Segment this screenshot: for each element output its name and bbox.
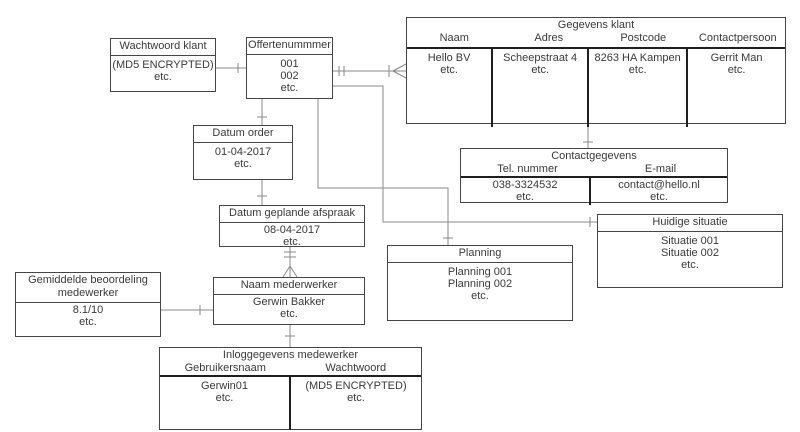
column-header: Tel. nummer bbox=[497, 163, 558, 175]
entity-title: Gegevens klant bbox=[557, 19, 635, 31]
rel-gegevensklant-contactgegevens bbox=[583, 124, 593, 148]
attribute-value: etc. bbox=[280, 82, 299, 94]
rel-wachtwoordklant-offertenummer bbox=[216, 63, 246, 73]
attribute-value: etc. bbox=[79, 316, 97, 328]
crows-foot-icon bbox=[392, 63, 407, 79]
table-cell: Hello BV etc. bbox=[407, 49, 494, 127]
entity-gemiddelde-beoordeling[interactable]: Gemiddelde beoordeling medewerker 8.1/10… bbox=[15, 272, 161, 337]
entity-inloggegevens-medewerker[interactable]: Inloggegevens medewerker Gebruikersnaam … bbox=[159, 347, 422, 430]
column-header: Contactpersoon bbox=[698, 32, 777, 44]
attribute-value: Situatie 002 bbox=[660, 247, 720, 259]
attribute-value: (MD5 ENCRYPTED) bbox=[112, 59, 214, 71]
table-cell: Gerrit Man etc. bbox=[710, 52, 763, 76]
attribute-value: 002 bbox=[280, 70, 299, 82]
attribute-value: Planning 001 bbox=[447, 266, 513, 278]
entity-naam-mederwerker[interactable]: Naam mederwerker Gerwin Bakker etc. bbox=[213, 277, 365, 325]
entity-title: Huidige situatie bbox=[598, 215, 782, 232]
rel-naammederwerker-inloggegevens bbox=[285, 325, 295, 347]
rel-datumorder-datumgeplande bbox=[257, 180, 267, 205]
entity-contactgegevens[interactable]: Contactgegevens Tel. nummer E-mail 038-3… bbox=[460, 148, 728, 205]
table-cell: 8263 HA Kampen etc. bbox=[589, 49, 689, 127]
entity-offertenummer[interactable]: Offertenummmer 001 002 etc. bbox=[246, 37, 333, 99]
rel-offertenummer-planning bbox=[317, 99, 453, 245]
attribute-value: 01-04-2017 bbox=[214, 146, 272, 158]
entity-title: Offertenummmer bbox=[247, 38, 332, 55]
entity-datum-order[interactable]: Datum order 01-04-2017 etc. bbox=[193, 125, 293, 180]
entity-title: Contactgegevens bbox=[551, 150, 637, 162]
attribute-value: etc. bbox=[283, 236, 301, 248]
attribute-value: 8.1/10 bbox=[72, 304, 104, 316]
entity-title: Wachtwoord klant bbox=[111, 39, 215, 56]
attribute-value: etc. bbox=[681, 259, 699, 271]
table-cell: 038-3324532 etc. bbox=[461, 178, 592, 205]
attribute-value: etc. bbox=[234, 158, 252, 170]
attribute-value: 08-04-2017 bbox=[263, 224, 321, 236]
rel-offertenummer-gegevensklant bbox=[333, 63, 407, 79]
rel-offertenummer-datumorder bbox=[257, 99, 267, 125]
entity-title: Datum order bbox=[194, 126, 292, 143]
column-header: Wachtwoord bbox=[325, 362, 387, 374]
column-header: Adres bbox=[534, 32, 564, 44]
attribute-value: 001 bbox=[280, 58, 299, 70]
rel-offertenummer-huidigesituatie bbox=[333, 85, 597, 227]
rel-beoordeling-naammederwerker bbox=[161, 305, 213, 315]
table-cell: Scheepstraat 4 etc. bbox=[493, 49, 590, 127]
entity-planning[interactable]: Planning Planning 001 Planning 002 etc. bbox=[387, 245, 573, 321]
attribute-value: Planning 002 bbox=[447, 278, 513, 290]
entity-title: Inloggegevens medewerker bbox=[222, 349, 359, 361]
attribute-value: etc. bbox=[280, 308, 298, 320]
crows-foot-icon bbox=[282, 265, 298, 278]
rel-datumgeplande-naammederwerker bbox=[282, 247, 298, 278]
column-header: Postcode bbox=[620, 32, 667, 44]
double-tick-icon bbox=[338, 66, 345, 76]
entity-title: Datum geplande afspraak bbox=[220, 206, 364, 223]
table-cell: (MD5 ENCRYPTED) etc. bbox=[305, 380, 407, 404]
attribute-value: Gerwin Bakker bbox=[252, 296, 326, 308]
entity-title: Gemiddelde beoordeling medewerker bbox=[16, 273, 160, 303]
column-header: Gebruikersnaam bbox=[184, 362, 266, 374]
entity-gegevens-klant[interactable]: Gegevens klant Naam Adres Postcode Conta… bbox=[406, 17, 786, 127]
column-header: E-mail bbox=[644, 163, 677, 175]
attribute-value: etc. bbox=[471, 290, 489, 302]
entity-title: Naam mederwerker bbox=[214, 278, 364, 295]
attribute-value: etc. bbox=[154, 71, 172, 83]
double-tick-icon bbox=[284, 251, 296, 258]
table-cell: Gerwin01 etc. bbox=[160, 377, 291, 430]
table-cell: contact@hello.nl etc. bbox=[618, 179, 700, 203]
entity-title: Planning bbox=[388, 246, 572, 263]
entity-huidige-situatie[interactable]: Huidige situatie Situatie 001 Situatie 0… bbox=[597, 214, 783, 288]
entity-datum-geplande-afspraak[interactable]: Datum geplande afspraak 08-04-2017 etc. bbox=[219, 205, 365, 248]
entity-wachtwoord-klant[interactable]: Wachtwoord klant (MD5 ENCRYPTED) etc. bbox=[110, 38, 216, 92]
column-header: Naam bbox=[439, 32, 469, 44]
attribute-value: Situatie 001 bbox=[660, 235, 720, 247]
